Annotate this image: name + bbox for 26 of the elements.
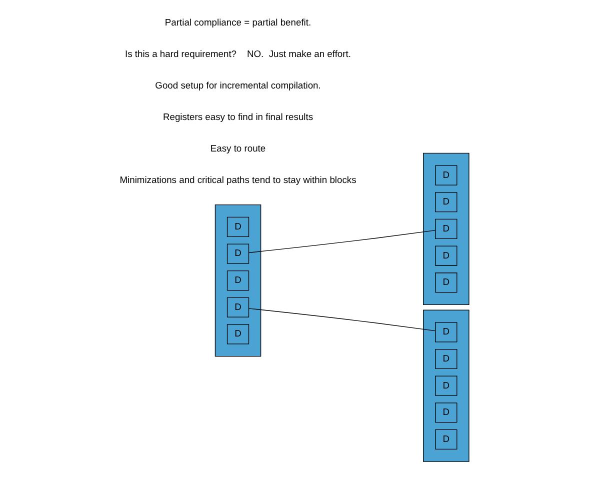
label: Good setup for incremental compilation. bbox=[155, 80, 321, 91]
node-box: D bbox=[435, 272, 458, 293]
node-box: D bbox=[226, 244, 250, 264]
connector bbox=[248, 308, 436, 332]
node-box: D bbox=[435, 192, 458, 212]
node-box: D bbox=[226, 216, 250, 237]
label: Is this a hard requirement? NO. Just make an effort. bbox=[125, 49, 352, 60]
node-box: D bbox=[435, 322, 458, 342]
node-box: D bbox=[226, 324, 250, 344]
node-box: D bbox=[226, 270, 250, 291]
node-box: D bbox=[435, 218, 458, 239]
node-box: D bbox=[435, 376, 458, 396]
label: Easy to route bbox=[210, 144, 266, 154]
node-box: D bbox=[435, 246, 458, 266]
node-box: D bbox=[435, 348, 458, 370]
label: Partial compliance = partial benefit. bbox=[164, 18, 312, 28]
node-box: D bbox=[226, 297, 250, 318]
connector bbox=[248, 230, 436, 253]
cluster bbox=[423, 152, 470, 306]
label: Registers easy to find in final results bbox=[162, 112, 314, 122]
node-box: D bbox=[435, 165, 458, 186]
node-box: D bbox=[435, 402, 458, 423]
cluster bbox=[214, 204, 262, 357]
label: Minimizations and critical paths tend to stay within blocks bbox=[120, 175, 356, 186]
cluster bbox=[423, 310, 470, 462]
node-box: D bbox=[435, 429, 458, 450]
